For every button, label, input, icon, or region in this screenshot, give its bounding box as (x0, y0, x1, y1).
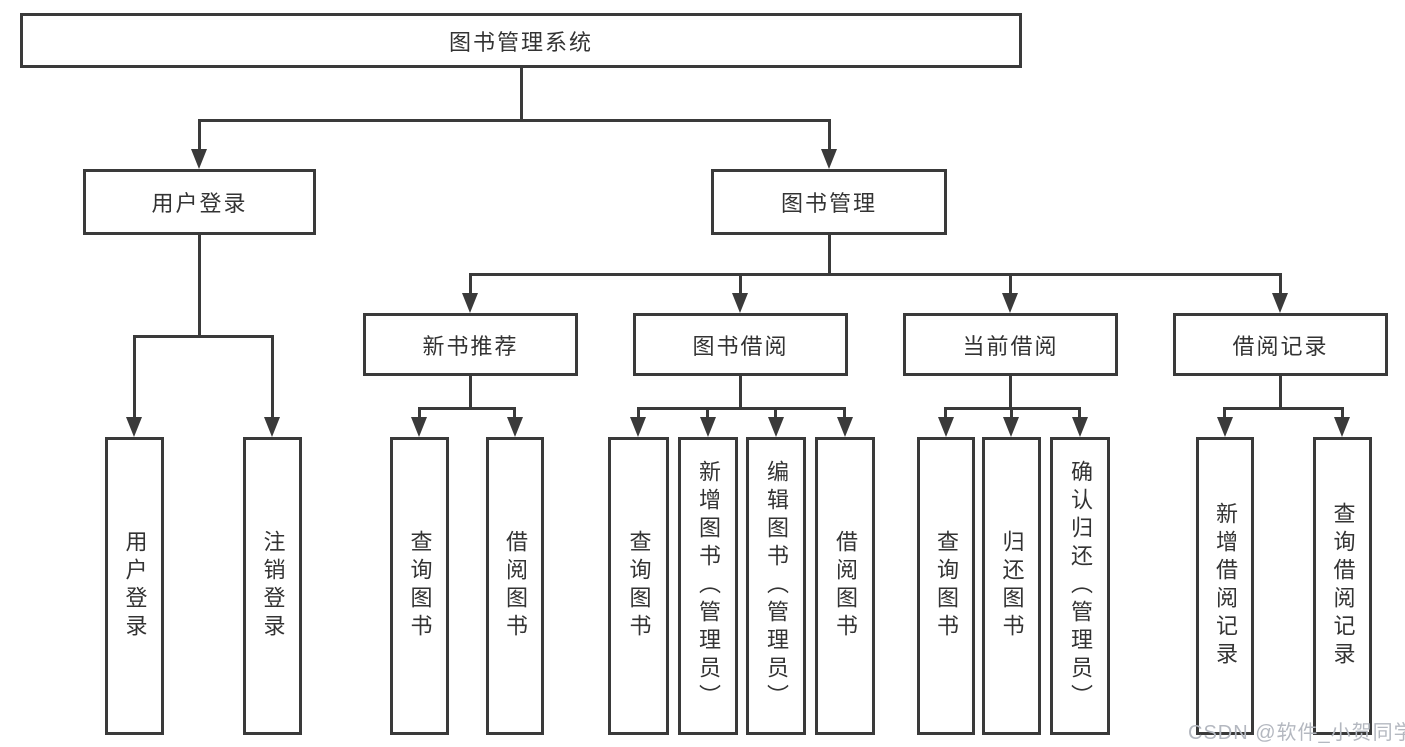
connector-leaf-line (418, 407, 421, 417)
arrowhead-leaf (1072, 417, 1088, 437)
arrowhead-recommend (462, 293, 478, 313)
node-book-borrow: 图书借阅 (633, 313, 848, 376)
arrowhead-leaf (507, 417, 523, 437)
connector-level2-bar (198, 119, 831, 122)
connector-to-borrow (739, 273, 742, 293)
arrowhead-leaf (938, 417, 954, 437)
connector-userlogin-bracket (133, 335, 274, 338)
leaf-borrow-books-recommend: 借阅图书 (486, 437, 544, 735)
connector-to-records (1279, 273, 1282, 293)
connector-recommend-stub (469, 376, 472, 407)
connector-leaf-line (513, 407, 516, 417)
connector-bookmgmt-stub (828, 235, 831, 273)
leaf-query-books-borrow: 查询图书 (608, 437, 669, 735)
node-user-login: 用户登录 (83, 169, 316, 235)
leaf-query-books-recommend: 查询图书 (390, 437, 449, 735)
connector-leaf-line (637, 407, 640, 417)
arrowhead-leaf (1334, 417, 1350, 437)
csdn-watermark: CSDN @软件_小贺同学 (1188, 722, 1405, 744)
arrowhead-leaf (700, 417, 716, 437)
connector-to-leaf-login (133, 335, 136, 417)
arrowhead-leaf (630, 417, 646, 437)
arrowhead-leaf-login (126, 417, 142, 437)
connector-recommend-bracket (418, 407, 516, 410)
node-borrow-records: 借阅记录 (1173, 313, 1388, 376)
leaf-query-borrow-record: 查询借阅记录 (1313, 437, 1372, 735)
connector-to-leaf-logout (271, 335, 274, 417)
connector-leaf-line (843, 407, 846, 417)
connector-leaf-line (706, 407, 709, 417)
connector-level3-bar (469, 273, 1282, 276)
connector-to-current (1009, 273, 1012, 293)
arrowhead-leaf (411, 417, 427, 437)
node-book-management: 图书管理 (711, 169, 947, 235)
arrowhead-leaf (1003, 417, 1019, 437)
arrowhead-leaf (837, 417, 853, 437)
connector-current-stub (1009, 376, 1012, 407)
connector-records-stub (1279, 376, 1282, 407)
connector-root-stub (520, 68, 523, 119)
connector-to-recommend (469, 273, 472, 293)
leaf-user-login: 用户登录 (105, 437, 164, 735)
arrowhead-current (1002, 293, 1018, 313)
connector-leaf-line (1078, 407, 1081, 417)
arrowhead-leaf-logout (264, 417, 280, 437)
connector-borrow-bracket (637, 407, 846, 410)
connector-leaf-line (1010, 407, 1013, 417)
leaf-logout: 注销登录 (243, 437, 302, 735)
leaf-borrow-books: 借阅图书 (815, 437, 875, 735)
arrowhead-book-management (821, 149, 837, 169)
leaf-return-books: 归还图书 (982, 437, 1041, 735)
node-root-system: 图书管理系统 (20, 13, 1022, 68)
connector-to-book-management (828, 119, 831, 149)
arrowhead-borrow (732, 293, 748, 313)
node-current-borrow: 当前借阅 (903, 313, 1118, 376)
arrowhead-leaf (768, 417, 784, 437)
arrowhead-leaf (1217, 417, 1233, 437)
arrowhead-records (1272, 293, 1288, 313)
connector-leaf-line (1341, 407, 1344, 417)
connector-leaf-line (1223, 407, 1226, 417)
node-new-book-recommend: 新书推荐 (363, 313, 578, 376)
connector-leaf-line (774, 407, 777, 417)
connector-records-bracket (1223, 407, 1344, 410)
connector-userlogin-stub (198, 235, 201, 335)
connector-leaf-line (944, 407, 947, 417)
leaf-query-books-current: 查询图书 (917, 437, 975, 735)
leaf-add-books-admin: 新增图书（管理员） (678, 437, 738, 735)
connector-to-user-login (198, 119, 201, 149)
leaf-add-borrow-record: 新增借阅记录 (1196, 437, 1254, 735)
leaf-confirm-return-admin: 确认归还（管理员） (1050, 437, 1110, 735)
leaf-edit-books-admin: 编辑图书（管理员） (746, 437, 806, 735)
arrowhead-user-login (191, 149, 207, 169)
connector-borrow-stub (739, 376, 742, 407)
